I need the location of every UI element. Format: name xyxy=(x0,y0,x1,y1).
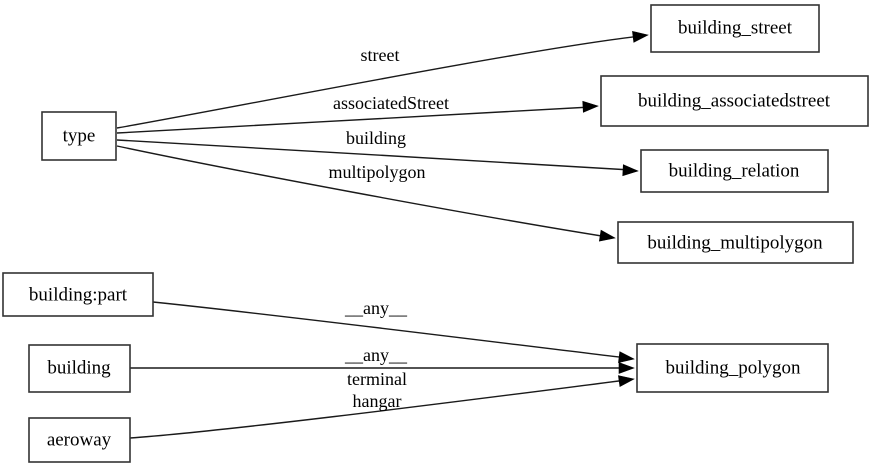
node-label: building_polygon xyxy=(665,357,801,378)
edge-label: __any__ xyxy=(344,298,408,318)
node-label: building_multipolygon xyxy=(647,232,823,253)
node-building_part[interactable]: building:part xyxy=(2,272,154,317)
edge-label: street xyxy=(361,45,400,65)
arrowhead-icon xyxy=(622,164,639,177)
node-box[interactable] xyxy=(636,343,829,393)
edge-labels-layer: street associatedStreet building multipolyg… xyxy=(328,45,448,411)
node-label: building_street xyxy=(678,17,793,38)
nodes-layer: type building_street building_associatedst… xyxy=(2,4,869,463)
node-box[interactable] xyxy=(2,272,154,317)
edge-building_part-to-building_polygon xyxy=(152,301,635,364)
arrowhead-icon xyxy=(582,100,599,113)
arrowhead-icon xyxy=(618,351,635,364)
edge-label: __any__ xyxy=(344,345,408,365)
edge-type-to-building_associatedstreet xyxy=(116,100,599,134)
edge-line xyxy=(116,106,592,134)
node-label: building_relation xyxy=(669,160,800,181)
edge-label: hangar xyxy=(353,391,402,411)
node-building_associatedstreet[interactable]: building_associatedstreet xyxy=(600,75,869,127)
node-building_multipolygon[interactable]: building_multipolygon xyxy=(617,221,854,264)
edge-label: terminal xyxy=(347,369,407,389)
node-label: type xyxy=(63,125,96,146)
edge-line xyxy=(129,379,628,439)
node-label: building xyxy=(47,357,111,378)
node-building_polygon[interactable]: building_polygon xyxy=(636,343,829,393)
edge-building-to-building_polygon xyxy=(130,362,635,374)
arrowhead-icon xyxy=(618,375,635,388)
node-box[interactable] xyxy=(28,417,131,463)
node-box[interactable] xyxy=(600,75,869,127)
node-label: aeroway xyxy=(47,429,112,450)
edges-layer xyxy=(116,30,649,439)
node-aeroway[interactable]: aeroway xyxy=(28,417,131,463)
edge-aeroway-to-building_polygon xyxy=(129,375,635,439)
arrowhead-icon xyxy=(632,30,649,43)
node-building_relation[interactable]: building_relation xyxy=(640,149,829,193)
node-box[interactable] xyxy=(28,344,131,393)
edge-label: associatedStreet xyxy=(333,93,449,113)
edge-line xyxy=(152,301,628,359)
edge-line xyxy=(116,35,642,129)
node-box[interactable] xyxy=(617,221,854,264)
node-building_street[interactable]: building_street xyxy=(650,4,820,53)
edge-type-to-building_relation xyxy=(116,139,639,177)
node-label: building_associatedstreet xyxy=(638,90,831,111)
arrowhead-icon xyxy=(598,229,616,242)
node-box[interactable] xyxy=(41,111,117,161)
edge-type-to-building_multipolygon xyxy=(116,145,616,242)
node-type[interactable]: type xyxy=(41,111,117,161)
arrowhead-icon xyxy=(618,362,635,374)
edge-line xyxy=(116,139,632,171)
node-box[interactable] xyxy=(650,4,820,53)
node-label: building:part xyxy=(29,284,128,305)
edge-line xyxy=(116,145,609,238)
node-building[interactable]: building xyxy=(28,344,131,393)
edge-label: building xyxy=(346,128,406,148)
edge-type-to-building_street xyxy=(116,30,649,129)
edge-label: multipolygon xyxy=(328,162,425,182)
node-box[interactable] xyxy=(640,149,829,193)
